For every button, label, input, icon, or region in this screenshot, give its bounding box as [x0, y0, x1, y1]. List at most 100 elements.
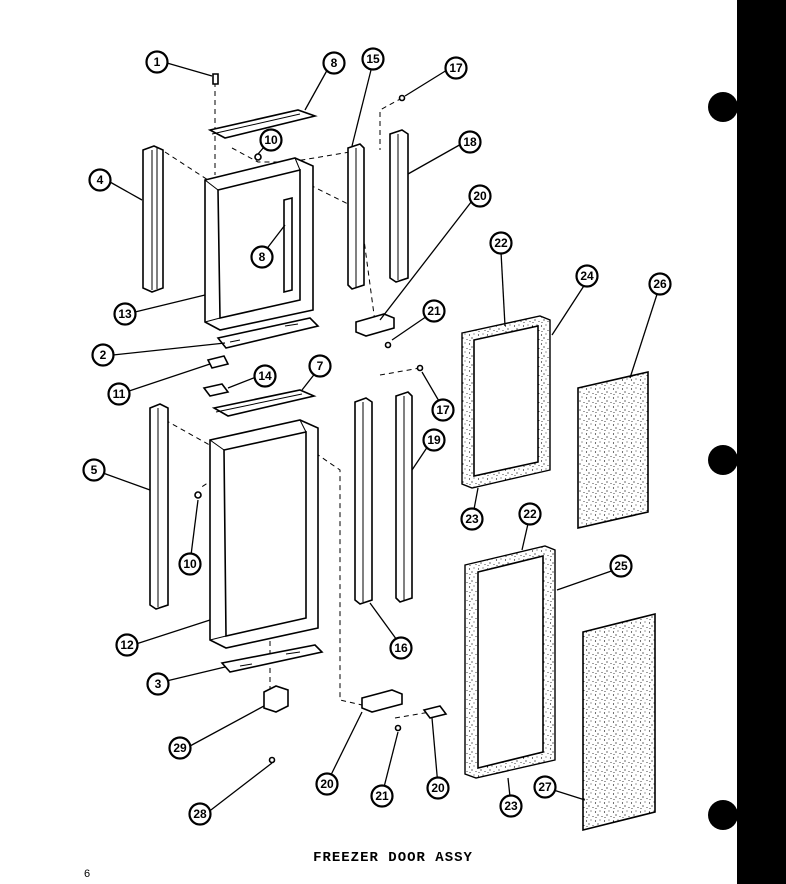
svg-text:17: 17 — [436, 403, 450, 417]
punch-hole-top — [708, 92, 738, 122]
callouts: 1 8 15 17 10 18 4 20 8 22 24 26 13 21 2 … — [82, 47, 672, 826]
callout-29: 29 — [168, 736, 192, 760]
part-1-screw — [212, 73, 219, 85]
part-5-channel — [149, 403, 169, 610]
callout-17b: 17 — [431, 398, 455, 422]
part-4-channel — [142, 145, 164, 293]
part-7-top-cap — [211, 389, 317, 417]
callout-22: 22 — [489, 231, 513, 255]
upper-door-assembly — [142, 73, 409, 369]
callout-20c: 20 — [426, 776, 450, 800]
callout-23: 23 — [460, 507, 484, 531]
svg-text:19: 19 — [427, 433, 441, 447]
part-17-screw-lower — [416, 364, 424, 372]
svg-text:10: 10 — [264, 133, 278, 147]
svg-text:25: 25 — [614, 559, 628, 573]
svg-text:20: 20 — [431, 781, 445, 795]
part-18-channel — [389, 129, 409, 283]
callout-25: 25 — [609, 554, 633, 578]
svg-text:23: 23 — [465, 512, 479, 526]
punch-hole-bottom — [708, 800, 738, 830]
svg-text:20: 20 — [473, 189, 487, 203]
svg-text:4: 4 — [97, 173, 104, 187]
svg-text:13: 13 — [118, 307, 132, 321]
svg-text:11: 11 — [113, 387, 126, 401]
punch-hole-middle — [708, 445, 738, 475]
svg-text:27: 27 — [538, 780, 552, 794]
callout-3: 3 — [146, 672, 170, 696]
part-21-screw-lower — [394, 724, 402, 732]
callout-12: 14 — [253, 364, 277, 388]
part-28-screw — [268, 756, 276, 764]
callout-27: 27 — [533, 775, 557, 799]
callout-20b: 20 — [315, 772, 339, 796]
callout-16: 16 — [389, 636, 413, 660]
binding-edge — [737, 0, 786, 884]
svg-text:29: 29 — [173, 741, 187, 755]
gaskets-and-panels — [461, 315, 656, 832]
callout-22b: 22 — [518, 502, 542, 526]
part-26-upper-foam — [577, 370, 649, 530]
callout-21: 21 — [422, 299, 446, 323]
callout-10b: 10 — [178, 552, 202, 576]
callout-14: 12 — [115, 633, 139, 657]
callout-15: 15 — [361, 47, 385, 71]
part-2-bottom-cap — [216, 317, 320, 349]
callout-21b: 21 — [370, 784, 394, 808]
callout-2: 2 — [91, 343, 115, 367]
part-12-plate — [202, 383, 230, 397]
callout-6: 8 — [322, 51, 346, 75]
svg-text:22: 22 — [523, 507, 537, 521]
part-21-screw — [384, 341, 392, 349]
callout-8: 8 — [250, 245, 274, 269]
svg-text:2: 2 — [100, 348, 107, 362]
svg-text:16: 16 — [394, 641, 408, 655]
callout-4: 4 — [88, 168, 112, 192]
part-20-pin — [422, 705, 448, 719]
svg-text:5: 5 — [91, 463, 98, 477]
part-10-screw-lower — [194, 491, 202, 499]
callout-13: 13 — [113, 302, 137, 326]
callout-20: 20 — [468, 184, 492, 208]
callout-18: 18 — [458, 130, 482, 154]
part-20-hinge-lower — [361, 689, 403, 713]
part-11-bracket — [206, 355, 230, 369]
svg-text:22: 22 — [494, 236, 508, 250]
callout-24: 24 — [575, 264, 599, 288]
svg-text:21: 21 — [375, 789, 389, 803]
part-17-screw — [398, 94, 406, 102]
part-20-hinge — [355, 313, 395, 337]
lower-door-assembly — [149, 364, 448, 764]
callout-7: 7 — [308, 354, 332, 378]
svg-text:8: 8 — [259, 250, 266, 264]
svg-text:15: 15 — [366, 52, 380, 66]
callout-5: 5 — [82, 458, 106, 482]
svg-text:3: 3 — [155, 677, 162, 691]
svg-text:7: 7 — [317, 359, 324, 373]
svg-text:18: 18 — [463, 135, 477, 149]
callout-10: 10 — [259, 128, 283, 152]
svg-text:23: 23 — [504, 799, 518, 813]
svg-text:21: 21 — [427, 304, 441, 318]
callout-28: 28 — [188, 802, 212, 826]
callout-23b: 23 — [499, 794, 523, 818]
part-3-bottom-cap — [220, 644, 324, 673]
svg-text:24: 24 — [580, 269, 594, 283]
callout-19: 19 — [422, 428, 446, 452]
part-10-screw — [254, 153, 262, 161]
svg-text:12: 12 — [120, 638, 134, 652]
diagram-caption: FREEZER DOOR ASSY — [313, 850, 473, 866]
callout-1: 1 — [145, 50, 169, 74]
svg-text:1: 1 — [154, 55, 161, 69]
svg-text:10: 10 — [183, 557, 197, 571]
svg-text:14: 14 — [258, 369, 272, 383]
svg-text:8: 8 — [331, 56, 338, 70]
svg-text:28: 28 — [193, 807, 207, 821]
callout-11: 11 — [107, 382, 131, 406]
part-8-inner-strip — [283, 196, 293, 294]
callout-26: 26 — [648, 272, 672, 296]
part-27-lower-foam — [582, 612, 656, 832]
svg-text:26: 26 — [653, 277, 667, 291]
page-number: 6 — [84, 868, 91, 880]
